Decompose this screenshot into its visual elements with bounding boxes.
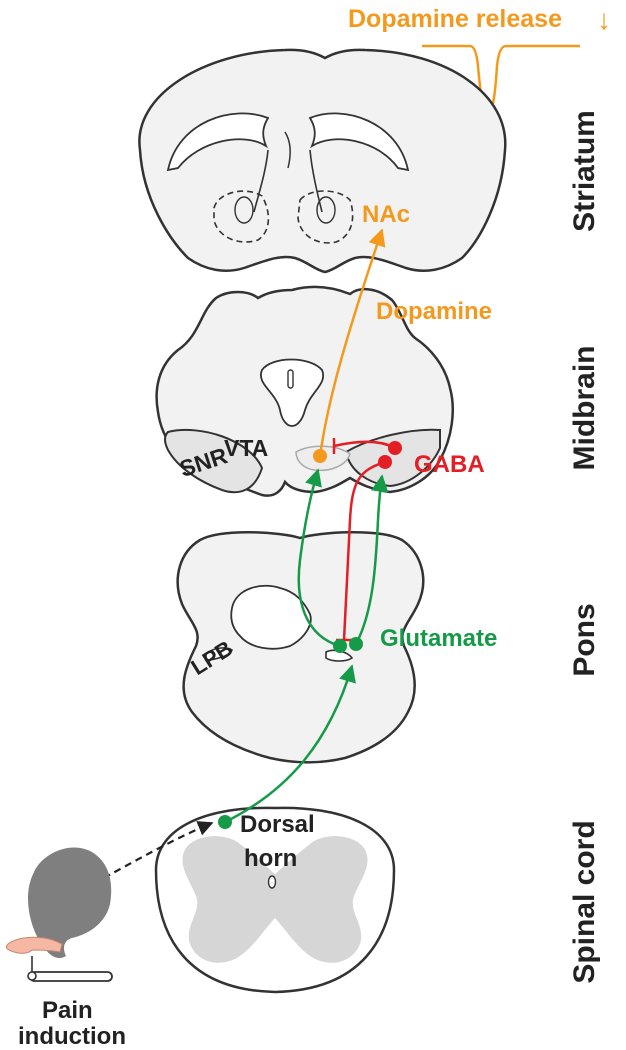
- pain-label: Pain: [42, 997, 93, 1024]
- paw-blob: [28, 847, 112, 958]
- region-label-pons: Pons: [568, 603, 601, 676]
- dopamine-release-title: Dopamine release: [348, 5, 562, 33]
- vta-label: VTA: [224, 435, 268, 461]
- dopamine-label: Dopamine: [376, 298, 492, 325]
- dopamine-neuron: [313, 449, 327, 463]
- nac-label: NAc: [362, 201, 410, 228]
- spinal-cord-section: [154, 806, 396, 994]
- induction-label: induction: [18, 1023, 126, 1050]
- hand-icon: [5, 936, 63, 954]
- spinal-to-lpb-projection: [224, 664, 356, 824]
- gaba-label: GABA: [414, 451, 485, 478]
- region-label-spinal-cord: Spinal cord: [568, 820, 601, 983]
- down-arrow-icon: ↓: [597, 4, 611, 35]
- pain-probe: [29, 971, 113, 982]
- dorsal-label: Dorsal: [240, 811, 315, 838]
- gaba-descending-inhibition: [342, 460, 386, 641]
- probe-tip: [27, 971, 37, 981]
- pain-signal-arrow: [103, 821, 214, 879]
- dopamine-projection: [318, 228, 386, 457]
- striatum-section: [138, 48, 507, 274]
- glutamate-to-vta-left: [297, 468, 341, 648]
- pons-section: [176, 530, 425, 764]
- region-label-midbrain: Midbrain: [568, 346, 601, 471]
- glutamate-to-vta-right: [354, 474, 389, 645]
- gaba-to-dopamine-inhibition: [333, 440, 396, 450]
- horn-label: horn: [244, 845, 297, 872]
- region-label-striatum: Striatum: [568, 110, 601, 232]
- glutamate-label: Glutamate: [380, 625, 497, 652]
